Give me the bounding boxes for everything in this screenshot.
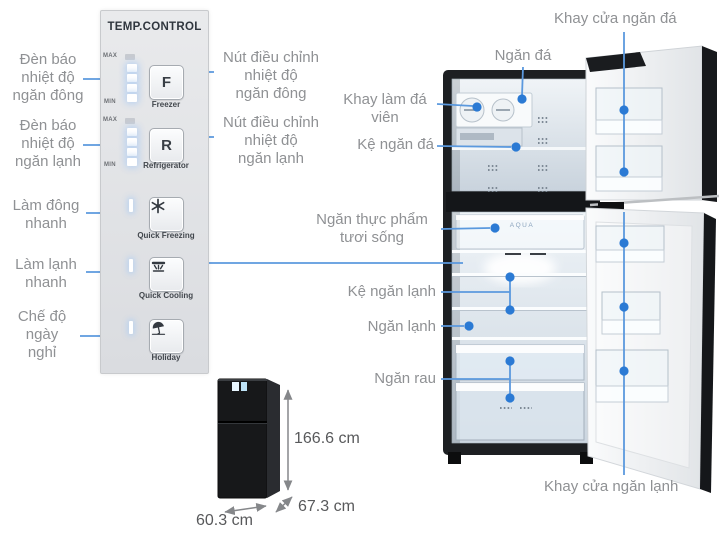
callout-quick-freeze: Làm đông nhanh [12, 197, 80, 232]
quick-cooling-button[interactable] [149, 257, 184, 292]
freezer-caption: Freezer [151, 100, 181, 109]
fridge-interior [451, 211, 589, 444]
fridge-led-2 [127, 138, 137, 146]
freezer-door-trays [595, 87, 663, 192]
freezer-led-4 [127, 94, 137, 102]
refrigerator-caption: Refrigerator [143, 161, 189, 170]
freezer-led-3 [127, 84, 137, 92]
crisper-drawers [455, 344, 585, 441]
beach-umbrella-icon [151, 321, 166, 335]
width-arrow [224, 502, 267, 516]
fridge-door-trays [595, 225, 669, 403]
callout-holiday-mode: Chế độ ngày nghỉ [17, 308, 67, 361]
fridge-foot-left [448, 452, 461, 464]
holiday-caption: Holiday [151, 353, 181, 362]
fresh-food-case [455, 214, 585, 250]
middle-hinge [598, 202, 624, 210]
fridge-led-1 [127, 128, 137, 136]
callout-fridge-temp-button: Nút điều chỉnh nhiệt độ ngăn lạnh [223, 114, 319, 167]
quick-freezing-caption: Quick Freezing [137, 231, 195, 240]
quick-cooling-led [129, 259, 133, 272]
callout-freezer-door-tray: Khay cửa ngăn đá [554, 10, 677, 27]
callout-quick-cool: Làm lạnh nhanh [15, 256, 77, 291]
height-dimension-label: 166.6 cm [294, 430, 360, 447]
fridge-led-4 [127, 158, 137, 166]
air-flow-icon [151, 261, 166, 272]
freezer-door-edge [702, 46, 717, 202]
freezer-door-open [585, 45, 720, 210]
fridge-temp-button[interactable]: R [149, 128, 184, 163]
callout-freezer-temp-button: Nút điều chỉnh nhiệt độ ngăn đông [223, 49, 319, 102]
snowflake-icon [151, 198, 165, 214]
callout-fridge-compartment: Ngăn lạnh [367, 318, 436, 335]
freezer-led-dim [125, 54, 135, 60]
freezer-led-1 [127, 64, 137, 72]
callout-freezer-compartment: Ngăn đá [494, 47, 552, 64]
freezer-min-label: MIN [104, 99, 116, 105]
callout-freezer-shelf: Kệ ngăn đá [357, 136, 434, 153]
freezer-led-2 [127, 74, 137, 82]
temp-control-panel: TEMP.CONTROL MAX MIN F Freezer MAX MIN R… [100, 10, 209, 374]
door-hinge-top [586, 52, 646, 72]
holiday-led [129, 321, 133, 334]
fridge-max-label: MAX [103, 117, 118, 123]
callout-fresh-food: Ngăn thực phẩm tươi sống [316, 211, 428, 246]
callout-dots [464, 94, 629, 403]
width-dimension-label: 60.3 cm [196, 512, 253, 529]
glass-shelves [452, 250, 588, 340]
fridge-led-3 [127, 148, 137, 156]
mini-fridge-display [232, 382, 239, 391]
callout-vegetable-drawer: Ngăn rau [374, 370, 436, 387]
quick-freezing-led [129, 199, 133, 212]
holiday-button[interactable] [149, 319, 184, 354]
callout-freezer-temp-light: Đèn báo nhiệt độ ngăn đông [12, 51, 84, 104]
fridge-door-open [585, 207, 716, 493]
mini-fridge-photo [217, 378, 280, 499]
compartment-divider [446, 192, 598, 212]
depth-dimension-label: 67.3 cm [298, 498, 355, 515]
fridge-door-edge [700, 213, 716, 493]
fridge-min-label: MIN [104, 162, 116, 168]
quick-cooling-caption: Quick Cooling [138, 291, 194, 300]
panel-title: TEMP.CONTROL [107, 21, 202, 33]
interior-light-glow [484, 252, 556, 284]
quick-freezing-button[interactable] [149, 197, 184, 232]
freezer-max-label: MAX [103, 53, 118, 59]
callout-ice-cube-tray: Khay làm đá viên [343, 91, 427, 126]
open-refrigerator-illustration [443, 45, 720, 493]
dimension-arrows [224, 389, 293, 516]
case-brand-logo: AQUA [509, 222, 535, 229]
fridge-led-dim [125, 118, 135, 124]
callout-fridge-door-tray: Khay cửa ngăn lạnh [544, 478, 679, 495]
callout-fridge-shelf: Kệ ngăn lạnh [347, 283, 436, 300]
depth-arrow [275, 496, 293, 513]
callout-fridge-temp-light: Đèn báo nhiệt độ ngăn lạnh [15, 117, 81, 170]
freezer-temp-button[interactable]: F [149, 65, 184, 100]
